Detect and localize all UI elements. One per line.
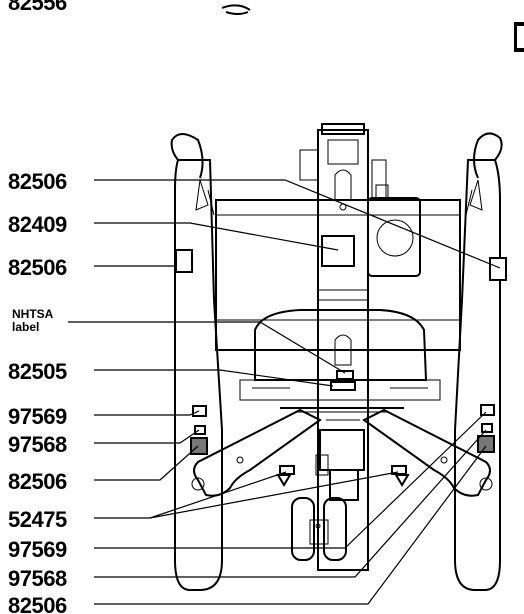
label-82506-a: 82506 [8,169,67,194]
label-82506-c: 82506 [8,469,67,494]
label-97569-b: 97569 [8,537,67,562]
label-top-cut: 82556 [8,0,67,15]
label-82505: 82505 [8,359,67,384]
leader-lines [68,179,501,605]
wheelchair-outline [170,123,507,591]
label-82506-d: 82506 [8,593,67,614]
decal-82506-right [489,257,507,281]
top-fragment-icon [221,4,251,15]
label-52475: 52475 [8,507,67,532]
label-97569-a: 97569 [8,404,67,429]
label-nhtsa: NHTSA [12,307,54,321]
label-82506-b: 82506 [8,255,67,280]
decal-82505 [330,381,356,391]
label-82409: 82409 [8,212,67,237]
decal-nhtsa [336,370,354,380]
decal-82506-left [175,249,193,273]
decal-82409 [321,235,355,267]
label-97568-b: 97568 [8,566,67,591]
label-97568-a: 97568 [8,432,67,457]
label-nhtsa-label: label [12,320,39,334]
